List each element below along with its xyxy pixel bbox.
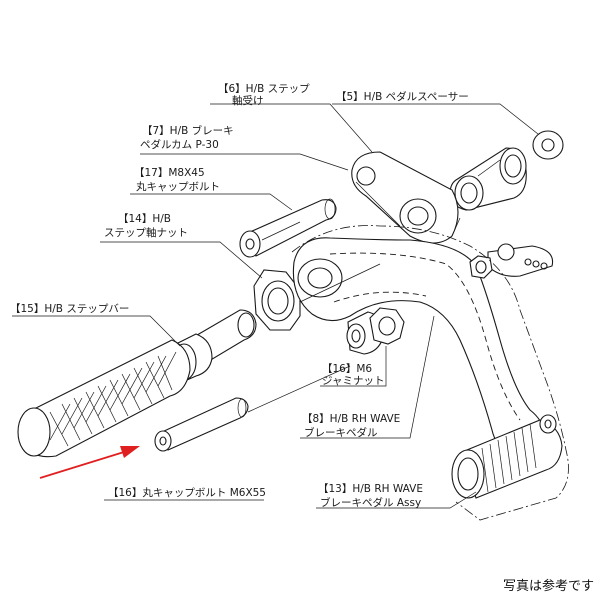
- label-part13-sub: ブレーキペダル Assy: [320, 496, 421, 509]
- label-part8-sub: ブレーキペダル: [304, 426, 378, 439]
- label-part6-name: 【6】H/B ステップ: [218, 83, 310, 95]
- label-part17-name: 【17】M8X45: [134, 167, 205, 179]
- label-part5: 【5】H/B ペダルスペーサー: [336, 90, 469, 103]
- label-part16-bolt: 【16】丸キャップボルト M6X55: [108, 486, 266, 499]
- brake-pedal-cam-part: [351, 151, 461, 244]
- brake-pedal-tip-part: [451, 414, 563, 499]
- label-part8-name: 【8】H/B RH WAVE: [302, 413, 400, 425]
- label-part14-name: 【14】H/B: [118, 213, 171, 225]
- assembly-outline: [291, 225, 569, 521]
- label-part14-sub: ステップ軸ナット: [104, 226, 188, 239]
- step-bar-part: [17, 309, 257, 458]
- cap-bolt-m8x45-part: [239, 198, 337, 258]
- label-part16-jamnut-sub: ジャミナット: [322, 375, 384, 387]
- label-part15: 【15】H/B ステップバー: [10, 303, 129, 315]
- label-part16-jamnut: 【16】M6: [322, 363, 372, 375]
- center-lines: [247, 221, 381, 413]
- reference-photo-caption: 写真は参考です: [502, 579, 594, 594]
- linkage-plate-part: [469, 243, 554, 279]
- label-part6-sub: 軸受け: [232, 94, 264, 107]
- jam-nut-m6-part: [369, 307, 405, 345]
- leader-lines: [12, 103, 539, 509]
- part-labels: 【6】H/B ステップ 軸受け 【5】H/B ペダルスペーサー 【7】H/B ブ…: [10, 83, 469, 509]
- cap-bolt-m6x55-part: [154, 397, 249, 452]
- step-shaft-nut-part: [253, 269, 301, 331]
- label-part13-name: 【13】H/B RH WAVE: [318, 483, 423, 495]
- label-part7-name: 【7】H/B ブレーキ: [142, 124, 234, 137]
- spacer-washer-part: [532, 130, 564, 160]
- label-part7-sub: ペダルカム P-30: [140, 138, 219, 151]
- pedal-spacer-part: [449, 147, 527, 211]
- label-part17-sub: 丸キャップボルト: [136, 180, 220, 193]
- red-arrow-indicator: [39, 446, 140, 479]
